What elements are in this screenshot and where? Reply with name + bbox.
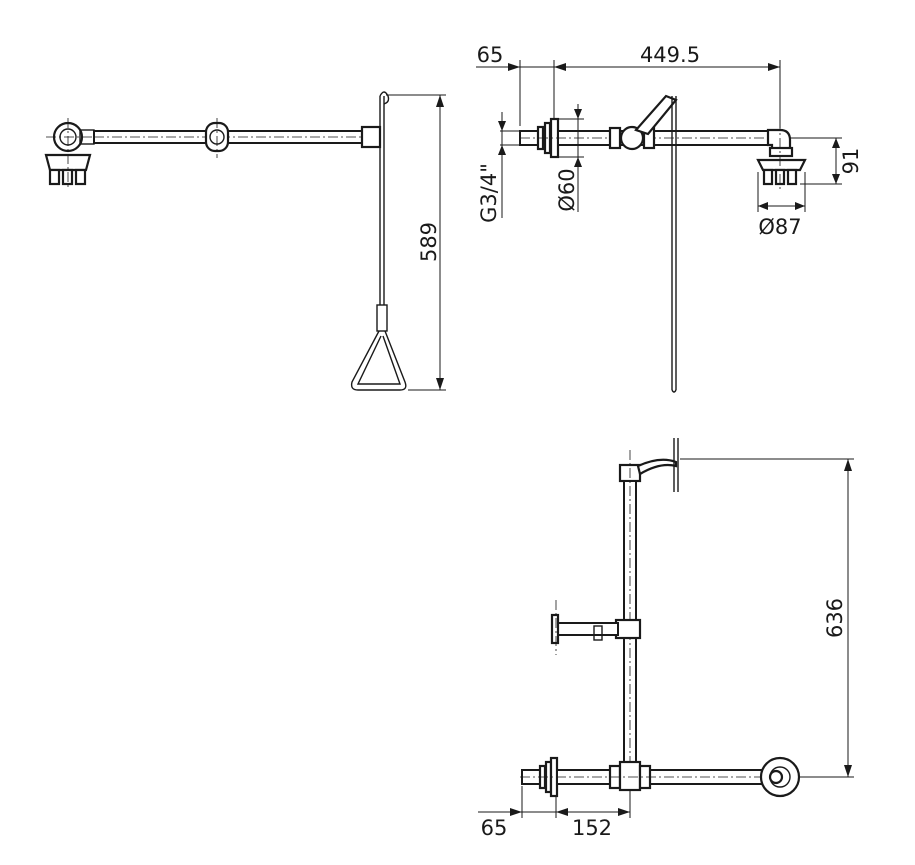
top-view: 589	[44, 91, 446, 391]
dimension-label-65-top: 65	[477, 43, 504, 67]
side-bottom-pipe	[520, 756, 800, 798]
dimension-flange: Ø60	[555, 104, 584, 212]
shower-head-front	[756, 120, 807, 190]
dimension-label-636: 636	[823, 598, 847, 638]
dimension-65-449-5: 65 449.5	[476, 43, 781, 128]
dimension-589: 589	[386, 94, 446, 391]
shower-head-top-view	[44, 118, 95, 188]
support-ring	[204, 118, 230, 158]
side-end-flange	[759, 756, 801, 798]
dimension-87: Ø87	[757, 172, 806, 239]
dimension-label-152: 152	[572, 816, 612, 840]
pull-rod	[350, 91, 407, 391]
dimension-label-589: 589	[417, 222, 441, 262]
valve-body	[360, 125, 382, 149]
dimension-label-65-bottom: 65	[481, 816, 508, 840]
dimension-65-152: 65 152	[478, 786, 631, 840]
front-view: 65 449.5 G3/4" Ø60 91	[476, 43, 863, 393]
dimension-label-87: Ø87	[758, 215, 801, 239]
dimension-label-91: 91	[839, 148, 863, 175]
dimension-label-449-5: 449.5	[640, 43, 700, 67]
dimension-636: 636	[680, 458, 854, 778]
side-view: 636 65 152	[478, 438, 854, 840]
valve-front	[608, 94, 678, 393]
dimension-label-thread: G3/4"	[477, 163, 501, 223]
dimension-91: 91	[790, 137, 863, 185]
dimension-thread: G3/4"	[477, 112, 520, 223]
dimension-label-flange: Ø60	[555, 168, 579, 211]
side-branch	[550, 600, 642, 655]
